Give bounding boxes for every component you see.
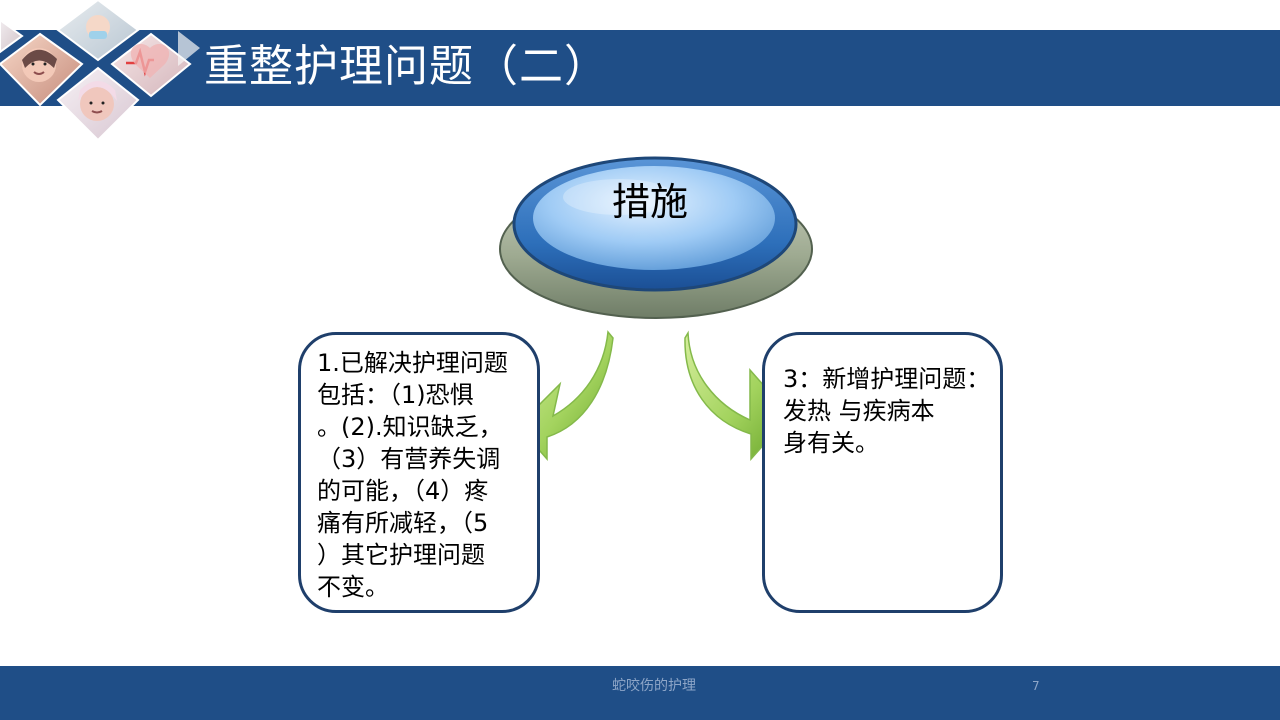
footer-bar: [0, 666, 1280, 720]
center-label: 措施: [611, 180, 688, 224]
hospital-photo-cluster-icon: [0, 0, 200, 142]
new-problems-text: 3：新增护理问题： 发热 与疾病本 身有关。: [783, 365, 991, 457]
page-title: 重整护理问题（二）: [204, 41, 609, 92]
new-problems-box: [762, 332, 1003, 613]
title-bar: [0, 30, 1280, 106]
solved-problems-box: [298, 332, 540, 613]
footer-title: 蛇咬伤的护理: [612, 678, 696, 694]
solved-problems-text: 1.已解决护理问题 包括：（1)恐惧 。(2).知识缺乏， （3）有营养失调 的…: [317, 349, 508, 601]
curved-arrow-left-icon: [516, 330, 614, 461]
page-number: 7: [1032, 679, 1040, 693]
measures-button: [499, 156, 813, 319]
